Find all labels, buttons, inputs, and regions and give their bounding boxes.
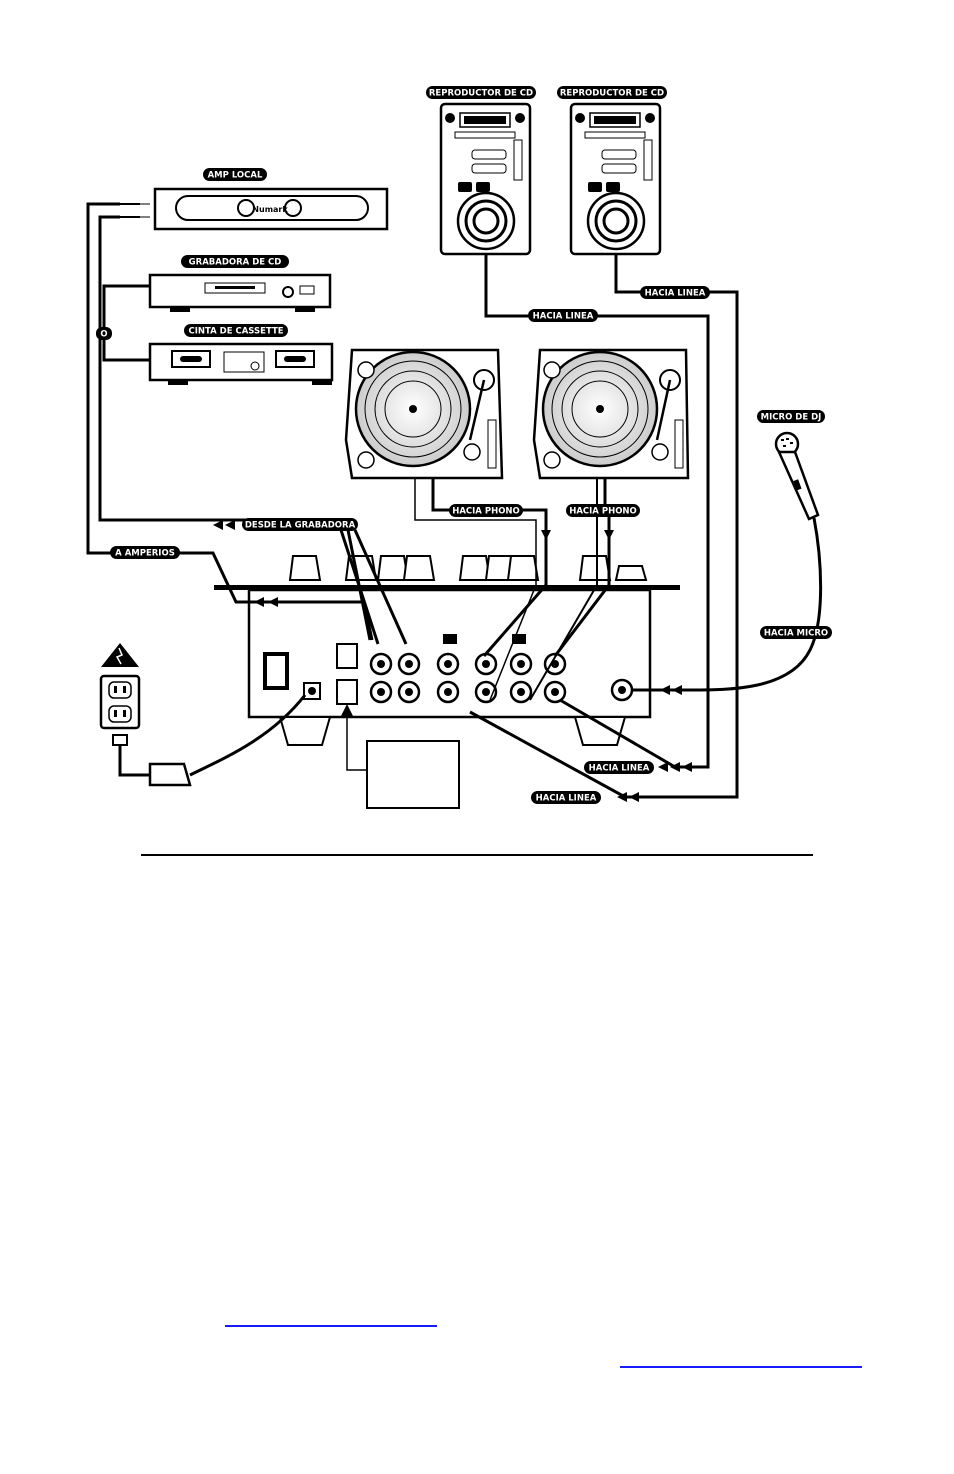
cd-player-1: REPRODUCTOR DE CD bbox=[426, 86, 536, 254]
to-line-cd2-label: HACIA LINEA bbox=[645, 289, 706, 299]
divider-line bbox=[141, 854, 813, 856]
cd-player-2: REPRODUCTOR DE CD bbox=[557, 86, 667, 254]
to-amps-label: A AMPERIOS bbox=[115, 549, 175, 559]
to-phono-2-label: HACIA PHONO bbox=[569, 507, 637, 517]
turntable-2 bbox=[534, 350, 688, 478]
cd-player-1-label: REPRODUCTOR DE CD bbox=[429, 89, 533, 99]
cd-player-2-label: REPRODUCTOR DE CD bbox=[560, 89, 664, 99]
from-recorder-label: DESDE LA GRABADORA bbox=[245, 521, 356, 531]
link-underline-1[interactable] bbox=[225, 1325, 437, 1327]
amp-label: AMP LOCAL bbox=[208, 171, 263, 181]
cd-recorder: GRABADORA DE CD bbox=[150, 255, 330, 312]
amp-brand: Numark bbox=[252, 205, 288, 214]
cassette-label: CINTA DE CASSETTE bbox=[188, 327, 283, 337]
to-phono-1-label: HACIA PHONO bbox=[452, 507, 520, 517]
turntable-1 bbox=[346, 350, 502, 478]
to-line-bottom-2-label: HACIA LINEA bbox=[536, 794, 597, 804]
cassette-deck: CINTA DE CASSETTE bbox=[150, 324, 332, 385]
mic-label: MICRO DE DJ bbox=[761, 413, 822, 423]
hookup-diagram: REPRODUCTOR DE CD REPRODUCTOR DE CD Numa… bbox=[0, 0, 954, 830]
cd-recorder-label: GRABADORA DE CD bbox=[189, 258, 282, 268]
to-line-cd1-label: HACIA LINEA bbox=[533, 312, 594, 322]
or-label: O bbox=[100, 330, 107, 340]
to-mic-label: HACIA MICRO bbox=[764, 629, 828, 639]
amp: Numark AMP LOCAL bbox=[120, 168, 387, 229]
link-underline-2[interactable] bbox=[620, 1366, 862, 1368]
to-line-bottom-1-label: HACIA LINEA bbox=[589, 764, 650, 774]
dj-microphone: MICRO DE DJ HACIA MICRO bbox=[690, 410, 832, 690]
